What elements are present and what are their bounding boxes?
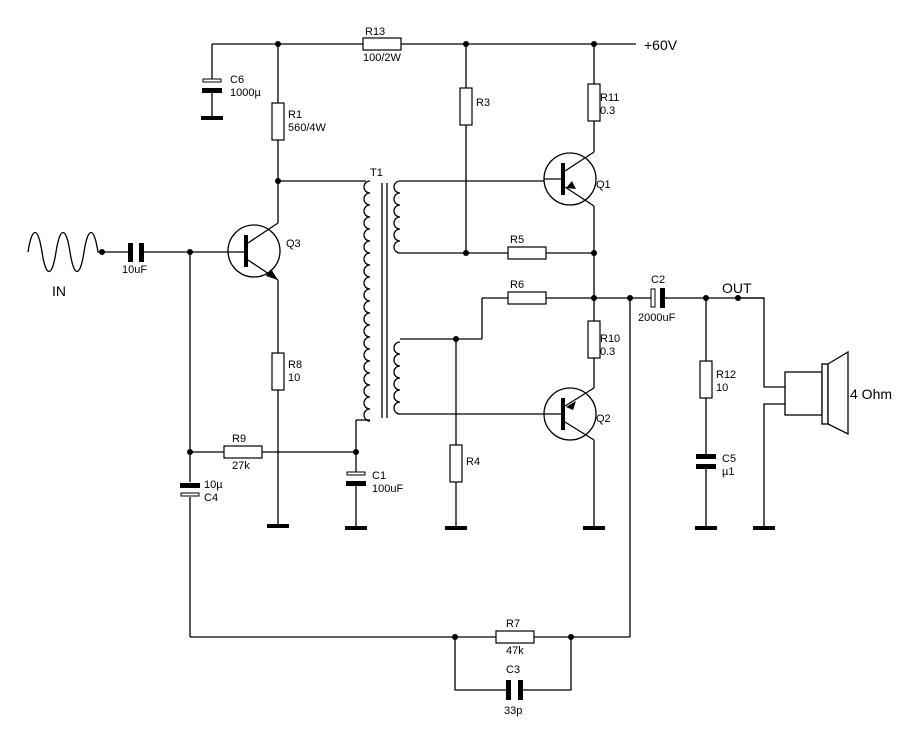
c6-name: C6 bbox=[230, 74, 244, 86]
transistor-q1 bbox=[543, 151, 597, 207]
resistor-r7 bbox=[495, 630, 535, 644]
r4-name: R4 bbox=[466, 456, 480, 468]
c6-value: 1000µ bbox=[230, 87, 261, 99]
c3-name: C3 bbox=[506, 664, 520, 676]
r7-name: R7 bbox=[506, 618, 520, 630]
resistor-r3 bbox=[459, 87, 473, 126]
grounds bbox=[201, 116, 775, 530]
r11-value: 0.3 bbox=[600, 105, 615, 117]
capacitor-c5 bbox=[696, 454, 716, 469]
resistor-r5 bbox=[507, 246, 547, 260]
capacitor-input bbox=[128, 243, 144, 262]
transformer-t1 bbox=[363, 180, 401, 422]
c4-value: 10µ bbox=[204, 479, 223, 491]
r1-name: R1 bbox=[288, 109, 302, 121]
r13-name: R13 bbox=[365, 26, 385, 38]
resistor-r9 bbox=[223, 445, 263, 459]
wires bbox=[102, 43, 785, 691]
q1-name: Q1 bbox=[596, 179, 611, 191]
capacitor-c3 bbox=[506, 680, 523, 700]
c-in-value: 10uF bbox=[122, 264, 147, 276]
c2-value: 2000uF bbox=[638, 312, 676, 324]
resistor-r8 bbox=[271, 352, 285, 391]
speaker-icon bbox=[784, 350, 849, 436]
resistor-r4 bbox=[449, 444, 463, 483]
supply-label: +60V bbox=[644, 37, 678, 53]
capacitors bbox=[128, 78, 716, 700]
input-label: IN bbox=[52, 283, 66, 299]
resistor-r1 bbox=[271, 102, 285, 141]
capacitor-c2 bbox=[644, 288, 667, 308]
r12-name: R12 bbox=[716, 369, 736, 381]
r1-value: 560/4W bbox=[288, 122, 327, 134]
junction-dots bbox=[99, 41, 741, 640]
resistor-r6 bbox=[507, 291, 547, 305]
c1-name: C1 bbox=[372, 470, 386, 482]
r8-name: R8 bbox=[288, 359, 302, 371]
r8-value: 10 bbox=[288, 372, 300, 384]
r9-value: 27k bbox=[232, 460, 250, 472]
speaker-label: 4 Ohm bbox=[850, 386, 892, 402]
c5-name: C5 bbox=[722, 453, 736, 465]
output-label: OUT bbox=[722, 280, 752, 296]
r3-name: R3 bbox=[476, 97, 490, 109]
r10-name: R10 bbox=[600, 333, 620, 345]
r7-value: 47k bbox=[506, 645, 524, 657]
r12-value: 10 bbox=[716, 382, 728, 394]
resistor-r13 bbox=[362, 37, 402, 51]
c5-value: µ1 bbox=[722, 466, 734, 478]
r11-name: R11 bbox=[600, 92, 619, 104]
transistor-q3 bbox=[227, 222, 281, 281]
resistor-r10 bbox=[587, 320, 601, 359]
resistor-r12 bbox=[699, 360, 713, 399]
r13-value: 100/2W bbox=[363, 52, 402, 64]
c2-name: C2 bbox=[651, 274, 665, 286]
labels: +60V IN OUT 4 Ohm T1 R13 100/2W C6 1000µ… bbox=[52, 26, 892, 717]
sine-wave-source-icon bbox=[27, 231, 102, 273]
r9-name: R9 bbox=[232, 433, 246, 445]
r5-name: R5 bbox=[510, 234, 524, 246]
c1-value: 100uF bbox=[372, 483, 403, 495]
q3-name: Q3 bbox=[286, 238, 301, 250]
capacitor-c1 bbox=[346, 471, 366, 486]
c4-name: C4 bbox=[204, 492, 218, 504]
r10-value: 0.3 bbox=[600, 346, 615, 358]
q2-name: Q2 bbox=[596, 413, 611, 425]
capacitor-c4 bbox=[180, 483, 200, 497]
resistor-r11 bbox=[587, 83, 601, 122]
transistor-q2 bbox=[543, 387, 597, 441]
capacitor-c6 bbox=[202, 78, 222, 93]
resistors bbox=[223, 37, 713, 644]
transformer-label: T1 bbox=[370, 167, 383, 179]
c3-value: 33p bbox=[504, 705, 522, 717]
r6-name: R6 bbox=[510, 279, 524, 291]
